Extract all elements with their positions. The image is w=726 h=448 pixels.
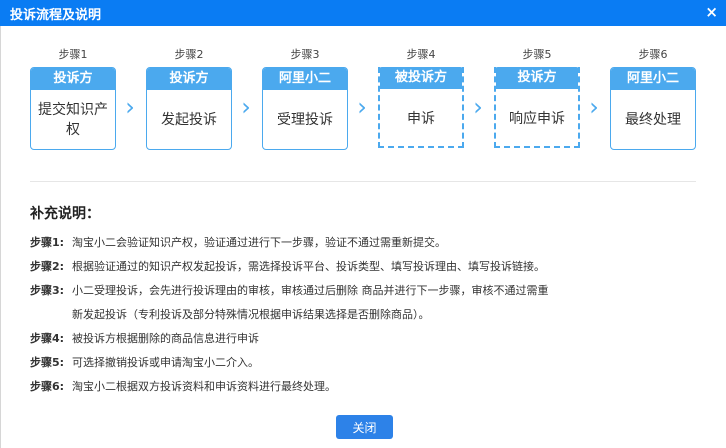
note-text: 根据验证通过的知识产权发起投诉，需选择投诉平台、投诉类型、填写投诉理由、填写投诉… <box>72 260 545 273</box>
note-text: 小二受理投诉，会先进行投诉理由的审核，审核通过后删除 商品并进行下一步骤，审核不… <box>72 284 549 297</box>
close-button[interactable]: 关闭 <box>336 415 393 439</box>
step-action: 申诉 <box>407 110 435 127</box>
step-box: 投诉方 提交知识产权 <box>30 67 116 150</box>
dialog-border <box>0 26 1 448</box>
note-step-3-continued: 新发起投诉（专利投诉及部分特殊情况根据申诉结果选择是否删除商品）。 <box>72 306 672 322</box>
notes-title: 补充说明： <box>30 206 100 222</box>
note-key: 步骤6: <box>30 380 65 393</box>
step-4: 步骤4 被投诉方 申诉 <box>378 47 464 148</box>
chevron-right-icon: › <box>589 93 599 121</box>
note-step-5: 步骤5: 可选择撤销投诉或申请淘宝小二介入。 <box>30 354 630 370</box>
dialog-titlebar: 投诉流程及说明 × <box>0 0 726 26</box>
note-step-3: 步骤3: 小二受理投诉，会先进行投诉理由的审核，审核通过后删除 商品并进行下一步骤… <box>30 282 630 298</box>
note-step-1: 步骤1: 淘宝小二会验证知识产权，验证通过进行下一步骤，验证不通过需重新提交。 <box>30 234 630 250</box>
chevron-right-icon: › <box>357 93 367 121</box>
step-actor: 阿里小二 <box>263 68 347 90</box>
note-step-2: 步骤2: 根据验证通过的知识产权发起投诉，需选择投诉平台、投诉类型、填写投诉理由、… <box>30 258 630 274</box>
step-actor: 被投诉方 <box>380 67 462 89</box>
note-text: 可选择撤销投诉或申请淘宝小二介入。 <box>72 356 259 369</box>
close-icon[interactable]: × <box>705 3 718 21</box>
step-box: 投诉方 响应申诉 <box>494 67 580 148</box>
note-step-4: 步骤4: 被投诉方根据删除的商品信息进行申诉 <box>30 330 630 346</box>
step-6: 步骤6 阿里小二 最终处理 <box>610 47 696 150</box>
step-label: 步骤3 <box>290 48 320 61</box>
step-action: 最终处理 <box>625 111 681 128</box>
step-3: 步骤3 阿里小二 受理投诉 <box>262 47 348 150</box>
note-key: 步骤4: <box>30 332 65 345</box>
step-box: 投诉方 发起投诉 <box>146 67 232 150</box>
step-actor: 投诉方 <box>147 68 231 90</box>
step-actor: 阿里小二 <box>611 68 695 90</box>
step-label: 步骤4 <box>406 48 436 61</box>
note-key: 步骤3: <box>30 284 65 297</box>
step-actor: 投诉方 <box>496 67 578 89</box>
step-action: 响应申诉 <box>509 110 565 127</box>
step-box: 阿里小二 最终处理 <box>610 67 696 150</box>
step-label: 步骤6 <box>638 48 668 61</box>
step-label: 步骤1 <box>58 48 88 61</box>
step-label: 步骤5 <box>522 48 552 61</box>
step-action: 受理投诉 <box>277 111 333 128</box>
step-label: 步骤2 <box>174 48 204 61</box>
step-action: 发起投诉 <box>161 111 217 128</box>
step-action: 提交知识产权 <box>38 101 108 138</box>
dialog-title: 投诉流程及说明 <box>10 8 102 23</box>
note-text: 淘宝小二根据双方投诉资料和申诉资料进行最终处理。 <box>72 380 336 393</box>
note-text: 淘宝小二会验证知识产权，验证通过进行下一步骤，验证不通过需重新提交。 <box>72 236 446 249</box>
step-box: 阿里小二 受理投诉 <box>262 67 348 150</box>
chevron-right-icon: › <box>125 93 135 121</box>
chevron-right-icon: › <box>241 93 251 121</box>
step-actor: 投诉方 <box>31 68 115 90</box>
note-text: 被投诉方根据删除的商品信息进行申诉 <box>72 332 259 345</box>
note-step-6: 步骤6: 淘宝小二根据双方投诉资料和申诉资料进行最终处理。 <box>30 378 630 394</box>
note-key: 步骤2: <box>30 260 65 273</box>
note-key: 步骤5: <box>30 356 65 369</box>
chevron-right-icon: › <box>473 93 483 121</box>
note-text: 新发起投诉（专利投诉及部分特殊情况根据申诉结果选择是否删除商品）。 <box>72 308 430 321</box>
step-1: 步骤1 投诉方 提交知识产权 <box>30 47 116 150</box>
step-5: 步骤5 投诉方 响应申诉 <box>494 47 580 148</box>
step-box: 被投诉方 申诉 <box>378 67 464 148</box>
divider <box>30 181 696 182</box>
note-key: 步骤1: <box>30 236 65 249</box>
step-2: 步骤2 投诉方 发起投诉 <box>146 47 232 150</box>
